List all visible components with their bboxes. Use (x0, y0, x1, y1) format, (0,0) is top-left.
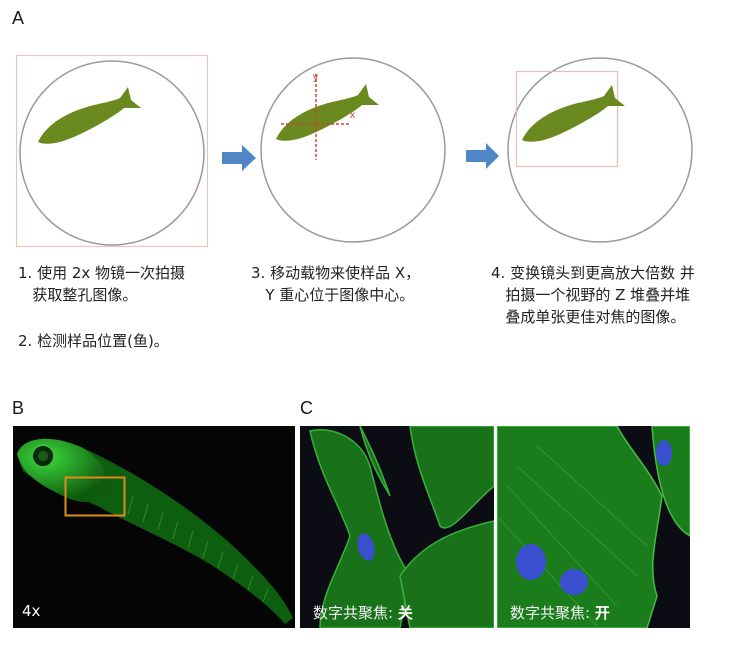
step1-whole-well-view (15, 54, 209, 248)
confocal-on-caption: 数字共聚焦: 开 (510, 604, 610, 622)
well-circle (260, 57, 446, 243)
nucleus (357, 533, 375, 561)
fish-icon (522, 85, 625, 142)
y-axis-label: y (313, 72, 318, 83)
nucleus (560, 569, 588, 595)
panel-b-label: B (12, 398, 25, 418)
well-circle (507, 57, 693, 243)
step-1-text: 1. 使用 2x 物镜一次拍摄 获取整孔图像。 (18, 264, 186, 304)
panel-c-label: C (300, 398, 313, 418)
well-circle (19, 60, 205, 246)
step-3-text: 3. 移动载物来使样品 X， Y 重心位于图像中心。 (251, 264, 421, 304)
region-of-interest-box (64, 476, 126, 517)
magnification-label: 4x (22, 602, 41, 620)
step-2-text: 2. 检测样品位置(鱼)。 (18, 332, 169, 350)
zebrafish-4x-image: 4x (13, 426, 295, 628)
zoom-region-box (515, 70, 619, 168)
step3-centering-view: y x (260, 57, 446, 243)
step4-high-magnification-view (507, 57, 693, 243)
capture-region-box (15, 54, 209, 248)
step-4-text: 4. 变换镜头到更高放大倍数 并 拍摄一个视野的 Z 堆叠并堆 叠成单张更佳对焦… (491, 264, 695, 326)
nucleus (656, 440, 672, 466)
workflow-diagram: y x (15, 54, 693, 248)
panel-a-label: A (12, 8, 25, 28)
x-axis-label: x (350, 110, 355, 121)
arrow-right-icon (466, 143, 499, 169)
fish-icon (276, 84, 379, 141)
nucleus (516, 544, 546, 580)
confocal-off-caption: 数字共聚焦: 关 (313, 604, 413, 622)
cells-confocal-off-image: 数字共聚焦: 关 (300, 426, 494, 628)
fish-icon (38, 87, 141, 144)
cells-confocal-on-image: 数字共聚焦: 开 (497, 426, 690, 628)
arrow-right-icon (222, 145, 256, 171)
